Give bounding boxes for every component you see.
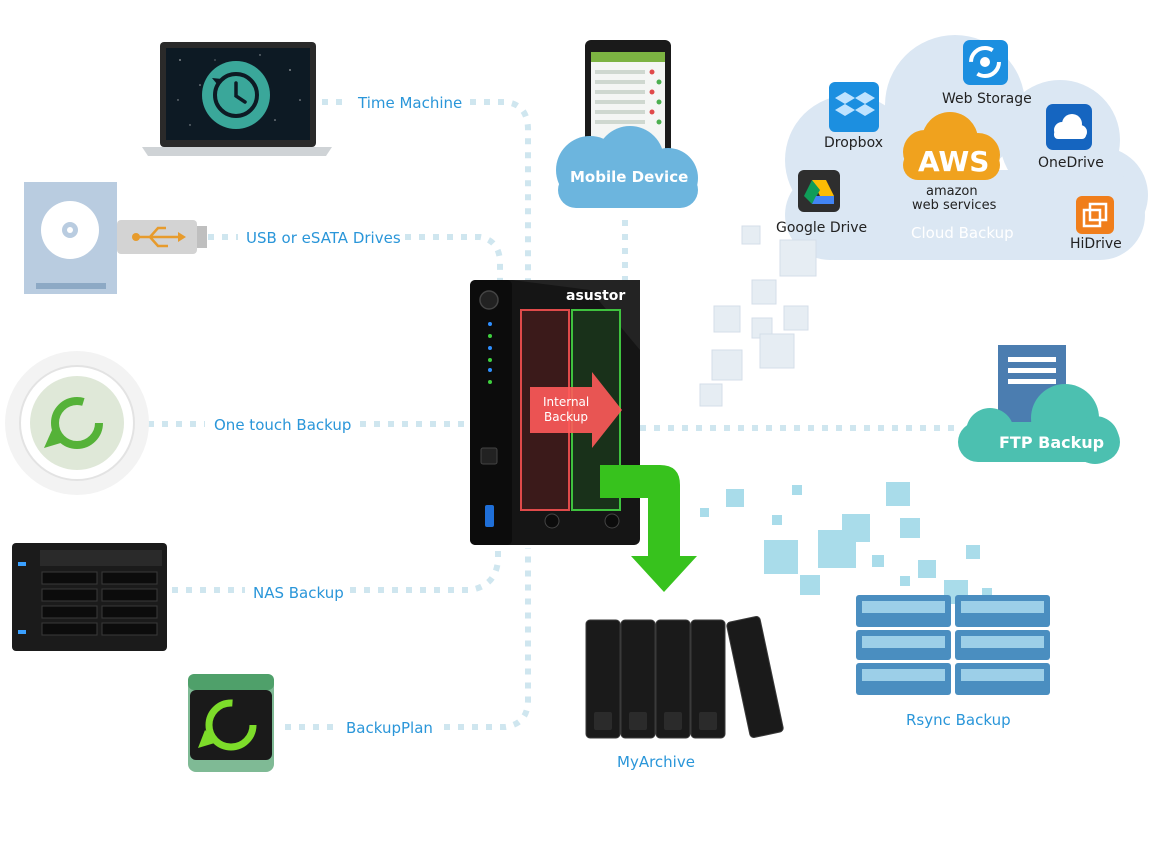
asustor-nas-icon [470,280,640,545]
backupplan-label: BackupPlan [346,719,433,737]
ftp-cloud-shape [958,384,1120,464]
rsync-server-icon [856,595,1050,695]
internal-backup-label-1: Internal [543,395,589,409]
dropbox-icon [829,82,879,132]
google-drive-label: Google Drive [776,220,867,236]
backupplan-icon [188,674,274,772]
usb-drive-icon [24,182,207,294]
google-drive-icon [798,170,840,212]
ftp-backup-label: FTP Backup [999,433,1104,452]
web-storage-icon [963,40,1008,85]
web-storage-label: Web Storage [942,91,1032,107]
time-machine-label: Time Machine [357,94,462,112]
connector-usb [208,234,503,285]
aws-logo-icon [903,112,1000,180]
connector-time-machine [322,99,531,290]
mobile-device-label: Mobile Device [570,168,688,186]
usb-label: USB or eSATA Drives [246,229,401,247]
mobile-cloud-shape [556,126,698,208]
myarchive-disk-icon [585,615,784,739]
aws-line-2: web services [912,198,997,213]
connector-backupplan [285,548,531,730]
time-machine-laptop-icon [142,42,332,156]
internal-backup-label-2: Backup [544,410,588,424]
nas-device-icon [12,543,167,651]
aws-line-1: amazon [926,184,978,199]
connector-lines [148,99,958,730]
aws-logo-text: AWS [918,145,989,178]
hidrive-label: HiDrive [1070,236,1122,252]
rsync-backup-label: Rsync Backup [906,711,1011,729]
myarchive-label: MyArchive [617,753,695,771]
internal-backup-arrow [530,372,622,448]
onedrive-label: OneDrive [1038,155,1104,171]
myarchive-arrow [600,465,697,592]
cloud-backup-title: Cloud Backup [911,224,1014,242]
asustor-brand-label: asustor [566,288,625,304]
rsync-data-squares-decoration [700,482,992,604]
one-touch-button-icon [5,351,149,495]
onedrive-icon [1046,104,1092,150]
connector-nas [172,548,501,593]
data-cubes-decoration [699,225,817,407]
dropbox-label: Dropbox [824,135,883,151]
one-touch-label: One touch Backup [214,416,351,434]
hidrive-icon [1076,196,1114,234]
nas-backup-label: NAS Backup [253,584,344,602]
